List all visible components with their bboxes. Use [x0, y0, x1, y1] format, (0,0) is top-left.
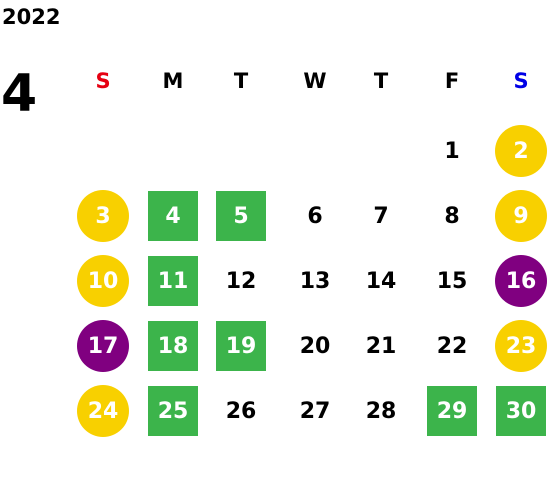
weekday-label-mon: M	[162, 69, 184, 93]
day-cell-4[interactable]: 4	[148, 191, 198, 241]
day-cell-25[interactable]: 25	[148, 386, 198, 436]
day-cell-1[interactable]: 1	[444, 138, 460, 164]
weekday-label-thu: T	[373, 69, 389, 93]
day-cell-2[interactable]: 2	[495, 125, 547, 177]
day-cell-7[interactable]: 7	[373, 203, 389, 229]
weekday-label-fri: F	[444, 69, 460, 93]
weekday-label-sat: S	[513, 69, 529, 93]
day-cell-11[interactable]: 11	[148, 256, 198, 306]
day-cell-16[interactable]: 16	[495, 255, 547, 307]
calendar-month: 4	[1, 64, 38, 124]
day-cell-14[interactable]: 14	[365, 268, 397, 294]
day-cell-9[interactable]: 9	[495, 190, 547, 242]
day-cell-6[interactable]: 6	[307, 203, 323, 229]
day-cell-27[interactable]: 27	[299, 398, 331, 424]
day-cell-22[interactable]: 22	[436, 333, 468, 359]
weekday-label-sun: S	[95, 69, 111, 93]
day-cell-3[interactable]: 3	[77, 190, 129, 242]
day-cell-5[interactable]: 5	[216, 191, 266, 241]
day-cell-8[interactable]: 8	[444, 203, 460, 229]
day-cell-15[interactable]: 15	[436, 268, 468, 294]
day-cell-21[interactable]: 21	[365, 333, 397, 359]
weekday-label-tue: T	[233, 69, 249, 93]
day-cell-17[interactable]: 17	[77, 320, 129, 372]
day-cell-10[interactable]: 10	[77, 255, 129, 307]
day-cell-26[interactable]: 26	[225, 398, 257, 424]
day-cell-13[interactable]: 13	[299, 268, 331, 294]
weekday-label-wed: W	[303, 69, 327, 93]
day-cell-19[interactable]: 19	[216, 321, 266, 371]
day-cell-12[interactable]: 12	[225, 268, 257, 294]
day-cell-24[interactable]: 24	[77, 385, 129, 437]
day-cell-18[interactable]: 18	[148, 321, 198, 371]
day-cell-23[interactable]: 23	[495, 320, 547, 372]
calendar-year: 2022	[2, 5, 61, 29]
day-cell-28[interactable]: 28	[365, 398, 397, 424]
day-cell-29[interactable]: 29	[427, 386, 477, 436]
day-cell-30[interactable]: 30	[496, 386, 546, 436]
day-cell-20[interactable]: 20	[299, 333, 331, 359]
